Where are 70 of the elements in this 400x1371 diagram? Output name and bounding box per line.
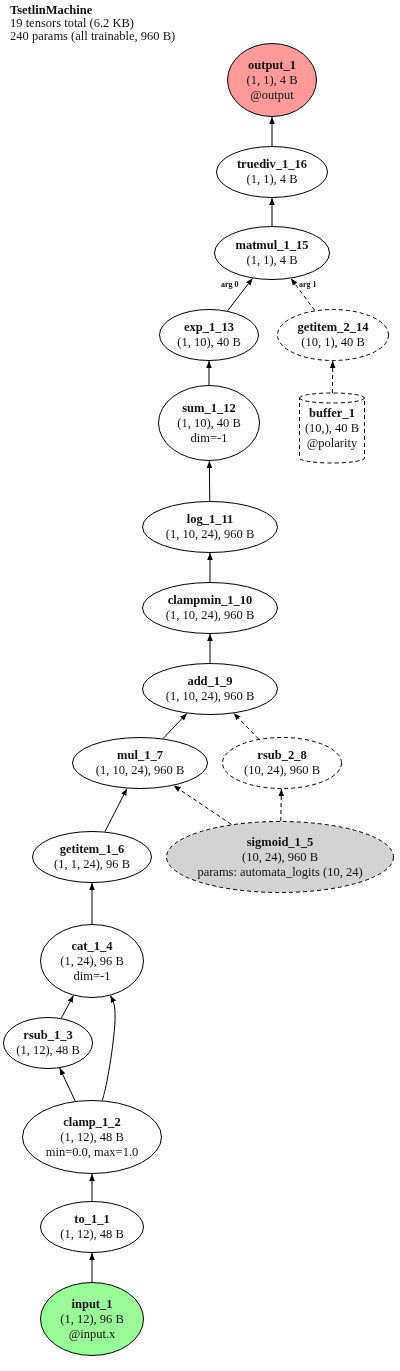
node-name: getitem_2_14 [297,320,369,335]
node-detail: min=0.0, max=1.0 [45,1144,139,1160]
node-name: rsub_2_8 [257,748,307,763]
arrow [60,995,74,1019]
node-detail: (1, 10, 24), 960 B [165,527,255,542]
arrow [89,1252,95,1283]
arrow [227,277,253,312]
node-detail: (10, 1), 40 B [301,335,365,350]
node-detail: (1, 10, 24), 960 B [165,689,255,704]
arrow [290,278,316,311]
node-name: rsub_1_3 [23,1028,73,1043]
node-name: cat_1_4 [71,938,113,954]
node-name: clamp_1_2 [63,1114,121,1130]
node-detail: (10, 24), 960 B [243,763,320,778]
node-name: sum_1_12 [182,400,236,416]
node-name: getitem_1_6 [59,842,125,857]
arrow [233,712,260,740]
arrow [104,788,128,833]
arrow [269,116,275,147]
node-detail: (1, 12), 48 B [60,1227,124,1242]
node-detail: (10,), 40 B [304,420,360,436]
node-detail: dim=-1 [190,430,228,446]
arrow [89,1173,95,1202]
arrow [206,460,213,502]
node-detail: (1, 24), 96 B [60,953,124,969]
node-name: clampmin_1_10 [167,593,253,608]
node-name: log_1_11 [186,512,234,527]
node-name: buffer_1 [309,405,355,421]
node-detail: @input.x [68,1326,116,1342]
arrow [206,360,212,386]
diagram-title: TsetlinMachine [10,4,93,17]
node-name: input_1 [71,1296,113,1312]
edge-label: arg 1 [298,280,318,289]
node-name: exp_1_13 [184,320,234,335]
summary-text: 19 tensors total (6.2 KB) [10,17,134,30]
node-detail: @polarity [306,435,358,451]
node-name: truediv_1_16 [236,157,308,172]
node-detail: @output [250,87,294,103]
arrow [207,633,213,664]
node-detail: (1, 10), 40 B [177,415,241,431]
summary-text: 240 params (all trainable, 960 B) [10,30,176,43]
arrow [278,788,285,822]
node-name: add_1_9 [187,674,233,689]
node-detail: (1, 1), 4 B [246,172,298,187]
arrow [207,552,213,583]
node-name: matmul_1_15 [235,238,309,253]
node-detail: (1, 12), 96 B [60,1311,124,1327]
node-detail: params: automata_logits (10, 24) [197,864,363,880]
node-name: mul_1_7 [117,748,163,763]
node-detail: (1, 1), 4 B [246,253,298,268]
arrow [173,785,232,825]
node-detail: (1, 1), 4 B [246,72,298,88]
arrow [269,197,275,227]
arrow [101,995,117,1101]
arrow [329,360,336,394]
node-detail: (1, 1, 24), 96 B [53,857,130,872]
node-detail: (1, 12), 48 B [16,1043,80,1058]
arrow [89,882,95,925]
node-detail: (1, 10), 40 B [177,335,241,350]
arrow [59,1067,76,1102]
node-detail: (1, 10, 24), 960 B [165,608,255,623]
node-detail: (1, 12), 48 B [60,1129,124,1145]
node-detail: dim=-1 [73,968,111,984]
node-name: output_1 [248,57,296,73]
node-name: sigmoid_1_5 [246,834,314,850]
edge-label: arg 0 [220,280,240,289]
node-detail: (1, 10, 24), 960 B [95,763,185,778]
arrow [162,712,188,740]
node-detail: (10, 24), 960 B [241,849,318,865]
node-name: to_1_1 [74,1212,110,1227]
